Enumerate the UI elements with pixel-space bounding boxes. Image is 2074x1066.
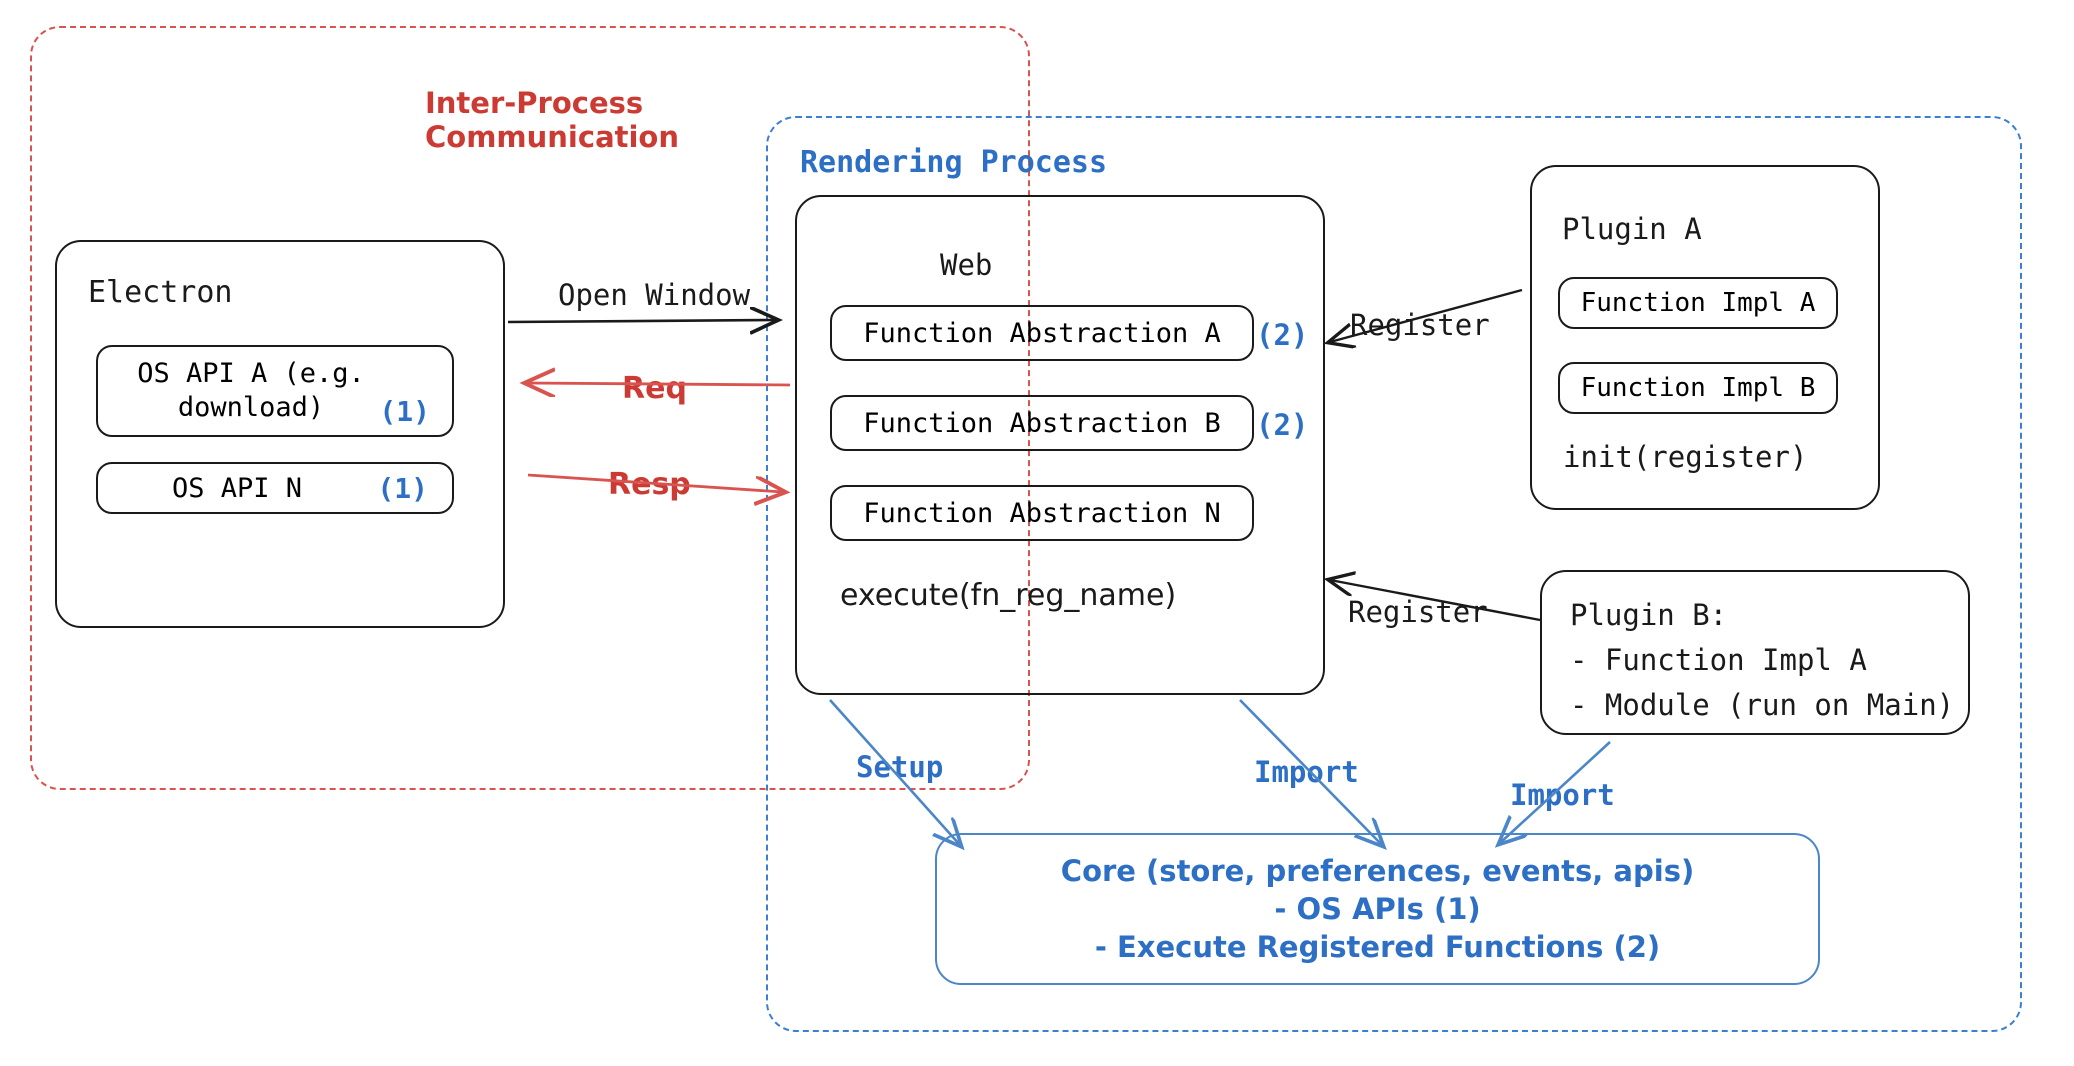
web-box bbox=[795, 195, 1325, 695]
function-abstraction-a-badge: (2) bbox=[1256, 318, 1309, 352]
core-line-3: - Execute Registered Functions (2) bbox=[1094, 930, 1661, 965]
function-abstraction-n-label: Function Abstraction N bbox=[863, 497, 1221, 529]
function-abstraction-a-box[interactable]: Function Abstraction A bbox=[830, 305, 1254, 361]
plugin-b-title: Plugin B: bbox=[1570, 598, 1728, 632]
electron-title: Electron bbox=[88, 275, 233, 310]
function-abstraction-b-box[interactable]: Function Abstraction B bbox=[830, 395, 1254, 451]
os-api-n-box[interactable]: OS API N (1) bbox=[96, 462, 454, 514]
edge-label-req: Req bbox=[622, 371, 687, 406]
os-api-a-box[interactable]: OS API A (e.g. download) (1) bbox=[96, 345, 454, 437]
os-api-n-label: OS API N bbox=[171, 472, 303, 504]
plugin-a-function-impl-b-label: Function Impl B bbox=[1580, 373, 1816, 403]
edge-label-register-bottom: Register bbox=[1348, 595, 1488, 629]
function-abstraction-a-label: Function Abstraction A bbox=[863, 317, 1221, 349]
edge-label-setup: Setup bbox=[856, 750, 944, 784]
edge-label-import-plugin-b: Import bbox=[1510, 778, 1615, 812]
os-api-n-badge: (1) bbox=[377, 471, 428, 505]
function-abstraction-b-label: Function Abstraction B bbox=[863, 407, 1221, 439]
edge-label-resp: Resp bbox=[608, 467, 691, 502]
web-execute-label: execute(fn_reg_name) bbox=[840, 578, 1177, 613]
plugin-a-function-impl-a-box[interactable]: Function Impl A bbox=[1558, 277, 1838, 329]
os-api-a-badge: (1) bbox=[379, 395, 430, 428]
plugin-a-function-impl-a-label: Function Impl A bbox=[1580, 288, 1816, 318]
core-box: Core (store, preferences, events, apis) … bbox=[935, 833, 1820, 985]
core-line-2: - OS APIs (1) bbox=[1274, 891, 1481, 926]
region-inter-process-communication bbox=[30, 26, 1030, 790]
os-api-a-label: OS API A (e.g. download) bbox=[137, 358, 365, 423]
plugin-a-function-impl-b-box[interactable]: Function Impl B bbox=[1558, 362, 1838, 414]
rendering-process-label: Rendering Process bbox=[800, 145, 1108, 180]
web-title: Web bbox=[940, 248, 993, 282]
electron-box bbox=[55, 240, 505, 628]
plugin-b-box bbox=[1540, 570, 1970, 735]
ipc-region-label-line2: Communication bbox=[425, 120, 680, 154]
ipc-region-label-line1: Inter-Process bbox=[425, 86, 644, 120]
edge-label-open-window: Open Window bbox=[558, 278, 751, 312]
plugin-a-box bbox=[1530, 165, 1880, 510]
edge-label-import-web: Import bbox=[1254, 755, 1359, 789]
plugin-a-init-label: init(register) bbox=[1563, 440, 1808, 474]
plugin-b-item-2: - Module (run on Main) bbox=[1570, 688, 1955, 722]
function-abstraction-b-badge: (2) bbox=[1256, 408, 1309, 442]
region-rendering-process bbox=[766, 116, 2022, 1032]
plugin-b-item-1: - Function Impl A bbox=[1570, 643, 1867, 677]
edge-label-register-top: Register bbox=[1350, 308, 1490, 342]
plugin-a-title: Plugin A bbox=[1562, 212, 1702, 246]
function-abstraction-n-box[interactable]: Function Abstraction N bbox=[830, 485, 1254, 541]
core-line-1: Core (store, preferences, events, apis) bbox=[1060, 853, 1695, 888]
